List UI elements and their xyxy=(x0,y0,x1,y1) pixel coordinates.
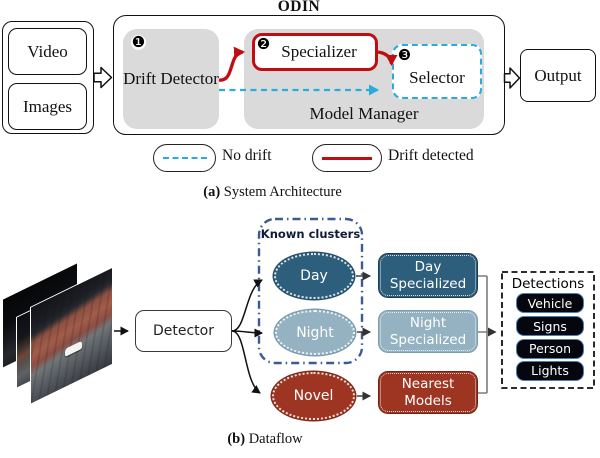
cluster-day-label: Day xyxy=(300,268,328,284)
legend-drift-pill xyxy=(312,144,382,172)
detection-person: Person xyxy=(516,338,584,359)
images-label: Images xyxy=(22,96,73,116)
models-connector-lines xyxy=(478,275,488,394)
caption-a-label: (a) xyxy=(203,184,221,200)
video-label: Video xyxy=(27,41,68,61)
model-manager-label: Model Manager xyxy=(309,104,419,123)
cluster-novel-label: Novel xyxy=(293,388,334,404)
caption-b: (b) Dataflow xyxy=(0,431,530,448)
images-box: Images xyxy=(8,83,87,130)
output-block-arrow-icon xyxy=(503,67,521,89)
cluster-night-label: Night xyxy=(296,324,334,341)
detector-label: Detector xyxy=(152,323,214,339)
caption-a: (a) System Architecture xyxy=(0,184,545,201)
detection-lights: Lights xyxy=(516,360,584,381)
input-block-arrow-icon xyxy=(93,66,113,89)
caption-b-text: Dataflow xyxy=(248,431,303,447)
drift-detector-box: ❶ Drift Detector xyxy=(123,29,219,129)
output-box: Output xyxy=(520,49,596,102)
specializer-label: Specializer xyxy=(281,42,357,61)
cluster-novel: Novel xyxy=(272,372,355,420)
selector-box: ❸ Selector xyxy=(392,44,482,99)
step-2-badge: ❷ xyxy=(256,35,271,53)
detector-to-night-arrow xyxy=(231,328,263,338)
legend-drift-label: Drift detected xyxy=(388,147,474,164)
legend-no-drift-label: No drift xyxy=(222,147,272,164)
cluster-day: Day xyxy=(274,253,354,299)
detection-signs: Signs xyxy=(516,316,584,336)
drift-line-icon xyxy=(322,156,372,160)
cluster-night: Night xyxy=(275,310,355,355)
caption-a-text: System Architecture xyxy=(223,184,342,200)
detector-to-novel-arrow xyxy=(231,330,261,394)
detections-title: Detections xyxy=(511,276,585,292)
odin-title: ODIN xyxy=(277,0,321,15)
step-1-badge: ❶ xyxy=(131,33,146,51)
step-3-badge: ❸ xyxy=(397,46,412,64)
caption-b-label: (b) xyxy=(227,431,246,447)
selector-label: Selector xyxy=(409,68,465,87)
car-in-photo xyxy=(65,340,83,357)
night-specialized-box: Night Specialized xyxy=(378,310,478,353)
specializer-box: ❷ Specializer xyxy=(252,33,378,71)
detector-to-day-arrow xyxy=(231,279,263,332)
no-drift-line-icon xyxy=(162,157,207,159)
video-box: Video xyxy=(8,28,87,75)
legend-no-drift-pill xyxy=(153,144,216,172)
day-specialized-box: Day Specialized xyxy=(378,253,478,298)
drift-detector-label: Drift Detector xyxy=(123,68,219,88)
input-group-box: Video Images xyxy=(2,21,94,134)
detector-box: Detector xyxy=(135,310,232,352)
output-label: Output xyxy=(534,65,582,85)
known-clusters-label: Known clusters xyxy=(260,227,361,241)
nearest-models-box: Nearest Models xyxy=(378,371,478,414)
detection-vehicle: Vehicle xyxy=(516,293,584,313)
